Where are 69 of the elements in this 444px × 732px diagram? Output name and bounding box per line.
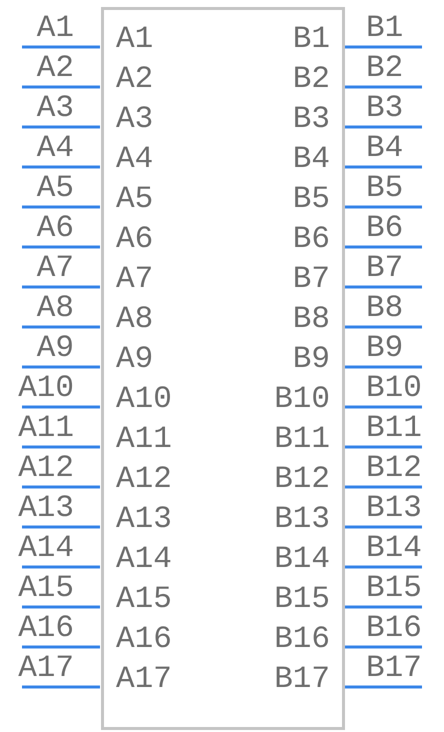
pin-name: B15 (274, 584, 330, 616)
pin-name: A6 (116, 224, 154, 256)
pin-number: A12 (18, 453, 74, 485)
pin-name: B5 (292, 184, 330, 216)
pin-number: A6 (36, 213, 74, 245)
pin-number: B17 (366, 653, 422, 685)
pin-number: A14 (18, 533, 74, 565)
pin-number: A13 (18, 493, 74, 525)
pin-number: A3 (36, 93, 74, 125)
pin-name: A12 (116, 464, 172, 496)
pin-number: B11 (366, 413, 422, 445)
pin-number: B15 (366, 573, 422, 605)
pin-name: B1 (292, 24, 330, 56)
pin-number: A11 (18, 413, 74, 445)
pin-name: B2 (292, 64, 330, 96)
pin-number: B3 (366, 93, 404, 125)
pin-name: B8 (292, 304, 330, 336)
pin-number: B13 (366, 493, 422, 525)
pin-number: B16 (366, 613, 422, 645)
pin-name: B10 (274, 384, 330, 416)
pin-number: A2 (36, 53, 74, 85)
pin-number: A17 (18, 653, 74, 685)
pin-name: A5 (116, 184, 154, 216)
pin-number: A8 (36, 293, 74, 325)
pin-name: A14 (116, 544, 172, 576)
pin-name: B12 (274, 464, 330, 496)
pin-name: A10 (116, 384, 172, 416)
pin-name: B6 (292, 224, 330, 256)
pin-name: A4 (116, 144, 154, 176)
pin-number: A10 (18, 373, 74, 405)
pin-number: B5 (366, 173, 404, 205)
pin-name: B16 (274, 624, 330, 656)
pin-name: A13 (116, 504, 172, 536)
pin-name: A1 (116, 24, 154, 56)
pin-name: A17 (116, 664, 172, 696)
pin-number: A1 (36, 13, 74, 45)
pin-name: B4 (292, 144, 330, 176)
pin-number: A4 (36, 133, 74, 165)
pin-number: B9 (366, 333, 404, 365)
pin-name: A15 (116, 584, 172, 616)
pin-number: A16 (18, 613, 74, 645)
pin-name: A8 (116, 304, 154, 336)
pin-number: A9 (36, 333, 74, 365)
pin-name: B17 (274, 664, 330, 696)
pin-number: B12 (366, 453, 422, 485)
pin-number: B6 (366, 213, 404, 245)
pin-name: B7 (292, 264, 330, 296)
pin-number: A7 (36, 253, 74, 285)
pin-name: B13 (274, 504, 330, 536)
pin-name: A7 (116, 264, 154, 296)
pin-name: A16 (116, 624, 172, 656)
pin-number: B4 (366, 133, 404, 165)
pin-name: A2 (116, 64, 154, 96)
pin-number: A5 (36, 173, 74, 205)
pin-name: B11 (274, 424, 330, 456)
pin-number: B10 (366, 373, 422, 405)
pin-number: B8 (366, 293, 404, 325)
pin-number: B2 (366, 53, 404, 85)
pin-name: B9 (292, 344, 330, 376)
pin-name: A3 (116, 104, 154, 136)
pin-name: B14 (274, 544, 330, 576)
pin-number: B14 (366, 533, 422, 565)
connector-body (101, 7, 345, 730)
pin-name: B3 (292, 104, 330, 136)
pin-number: A15 (18, 573, 74, 605)
pin-number: B7 (366, 253, 404, 285)
pin-number: B1 (366, 13, 404, 45)
pin-name: A9 (116, 344, 154, 376)
pin-name: A11 (116, 424, 172, 456)
